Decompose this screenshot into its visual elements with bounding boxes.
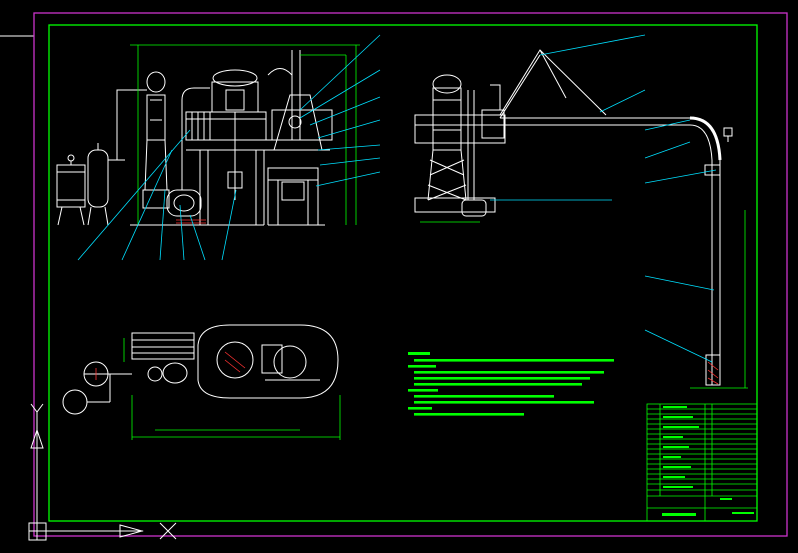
side-elevation-view[interactable] (414, 34, 748, 389)
arm-leaders (490, 34, 717, 363)
technical-notes (408, 352, 614, 416)
plan-fans (62, 361, 132, 415)
lifting-frame (267, 50, 333, 226)
main-platform (185, 111, 330, 151)
storage-tank-right (87, 143, 109, 226)
blower-housing (166, 189, 202, 217)
cyclone-column (130, 71, 170, 209)
silo-body (427, 74, 467, 201)
front-elevation-view[interactable] (56, 34, 381, 261)
outer-border (33, 12, 788, 537)
front-dimensions (130, 44, 360, 225)
side-platform (414, 84, 506, 217)
plan-housing (147, 324, 339, 399)
title-block-rows (647, 408, 757, 509)
ucs-icon (28, 403, 177, 541)
central-separator (211, 69, 259, 200)
storage-tank-left (56, 154, 86, 226)
title-block-text-marks (662, 406, 754, 516)
title-block[interactable] (646, 403, 758, 522)
pipe-link (108, 89, 130, 161)
support-legs (130, 150, 265, 226)
walkway-hatch (176, 219, 206, 224)
goose-neck-pipe (181, 87, 210, 190)
inner-border (48, 24, 758, 522)
arm-dimensions (420, 210, 748, 389)
plan-hatch (95, 351, 246, 380)
front-leaders (77, 34, 381, 261)
plan-platform (131, 332, 195, 360)
loading-arm (499, 49, 733, 386)
plan-view[interactable] (62, 324, 341, 440)
drawing-frame (0, 12, 788, 537)
plan-dimensions (123, 338, 341, 440)
arm-hatch (707, 361, 719, 385)
